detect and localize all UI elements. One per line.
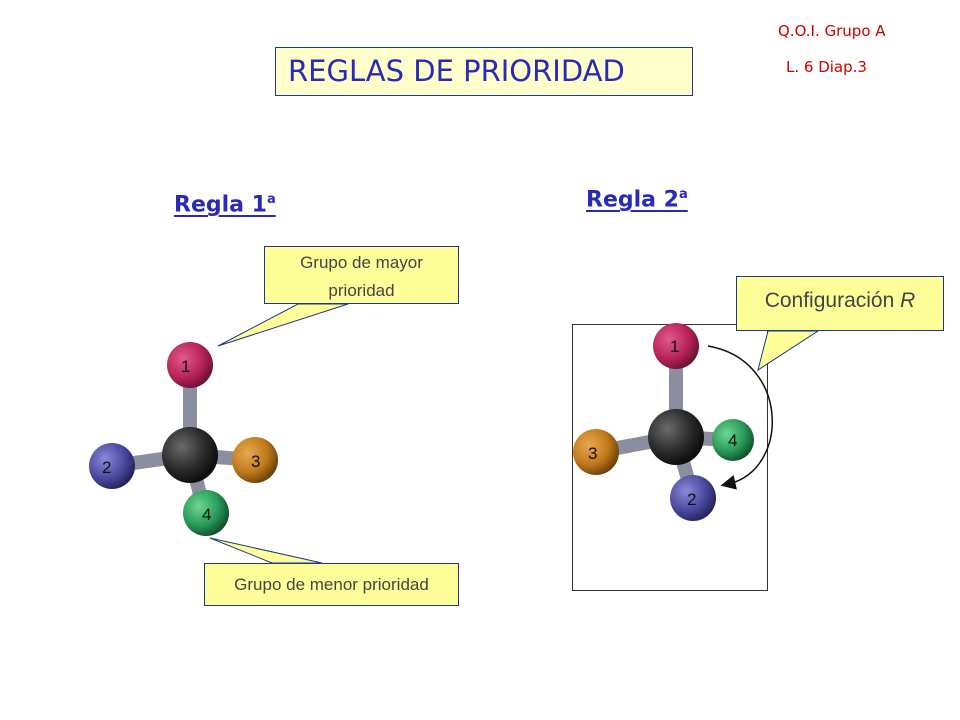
title-box: REGLAS DE PRIORIDAD — [275, 47, 693, 96]
carbon-atom — [648, 409, 704, 465]
callout-high-priority: Grupo de mayor prioridad — [264, 246, 459, 304]
atom-4 — [183, 490, 229, 536]
rule-1-label: Regla 1 — [174, 192, 267, 218]
molecule-2: 1 2 3 4 — [573, 323, 754, 521]
atom-2 — [89, 443, 135, 489]
callout-config-letter: R — [900, 289, 916, 312]
callout-config-pointer — [757, 330, 820, 372]
molecule-1: 1 2 3 4 — [89, 342, 278, 536]
atom-3-label: 3 — [588, 444, 597, 463]
callout-configuration: Configuración R — [736, 276, 944, 331]
rule-2-suffix: a — [678, 187, 688, 202]
callout-high-pointer — [217, 303, 349, 347]
rule-1-heading: Regla 1a — [174, 192, 276, 217]
rotation-arrow — [707, 345, 774, 490]
atom-3 — [573, 429, 619, 475]
atom-1-label: 1 — [670, 337, 679, 356]
atom-3 — [232, 437, 278, 483]
atom-4-label: 4 — [728, 431, 737, 450]
rule-1-suffix: a — [266, 192, 276, 207]
atom-2 — [670, 475, 716, 521]
callout-low-priority: Grupo de menor prioridad — [204, 563, 459, 606]
atom-1 — [167, 342, 213, 388]
callout-config-text: Configuración — [764, 289, 895, 312]
page-title: REGLAS DE PRIORIDAD — [288, 54, 625, 88]
atom-3-label: 3 — [251, 452, 260, 471]
slide-number: L. 6 Diap.3 — [786, 58, 867, 76]
atom-4 — [712, 419, 754, 461]
course-label: Q.O.I. Grupo A — [778, 22, 886, 40]
carbon-atom — [162, 427, 218, 483]
rule-2-heading: Regla 2a — [586, 187, 688, 212]
rule-2-label: Regla 2 — [586, 187, 679, 213]
atom-1 — [653, 323, 699, 369]
callout-low-pointer — [209, 537, 323, 564]
atom-1-label: 1 — [181, 357, 190, 376]
atom-2-label: 2 — [102, 458, 111, 477]
atom-2-label: 2 — [687, 490, 696, 509]
atom-4-label: 4 — [202, 505, 211, 524]
